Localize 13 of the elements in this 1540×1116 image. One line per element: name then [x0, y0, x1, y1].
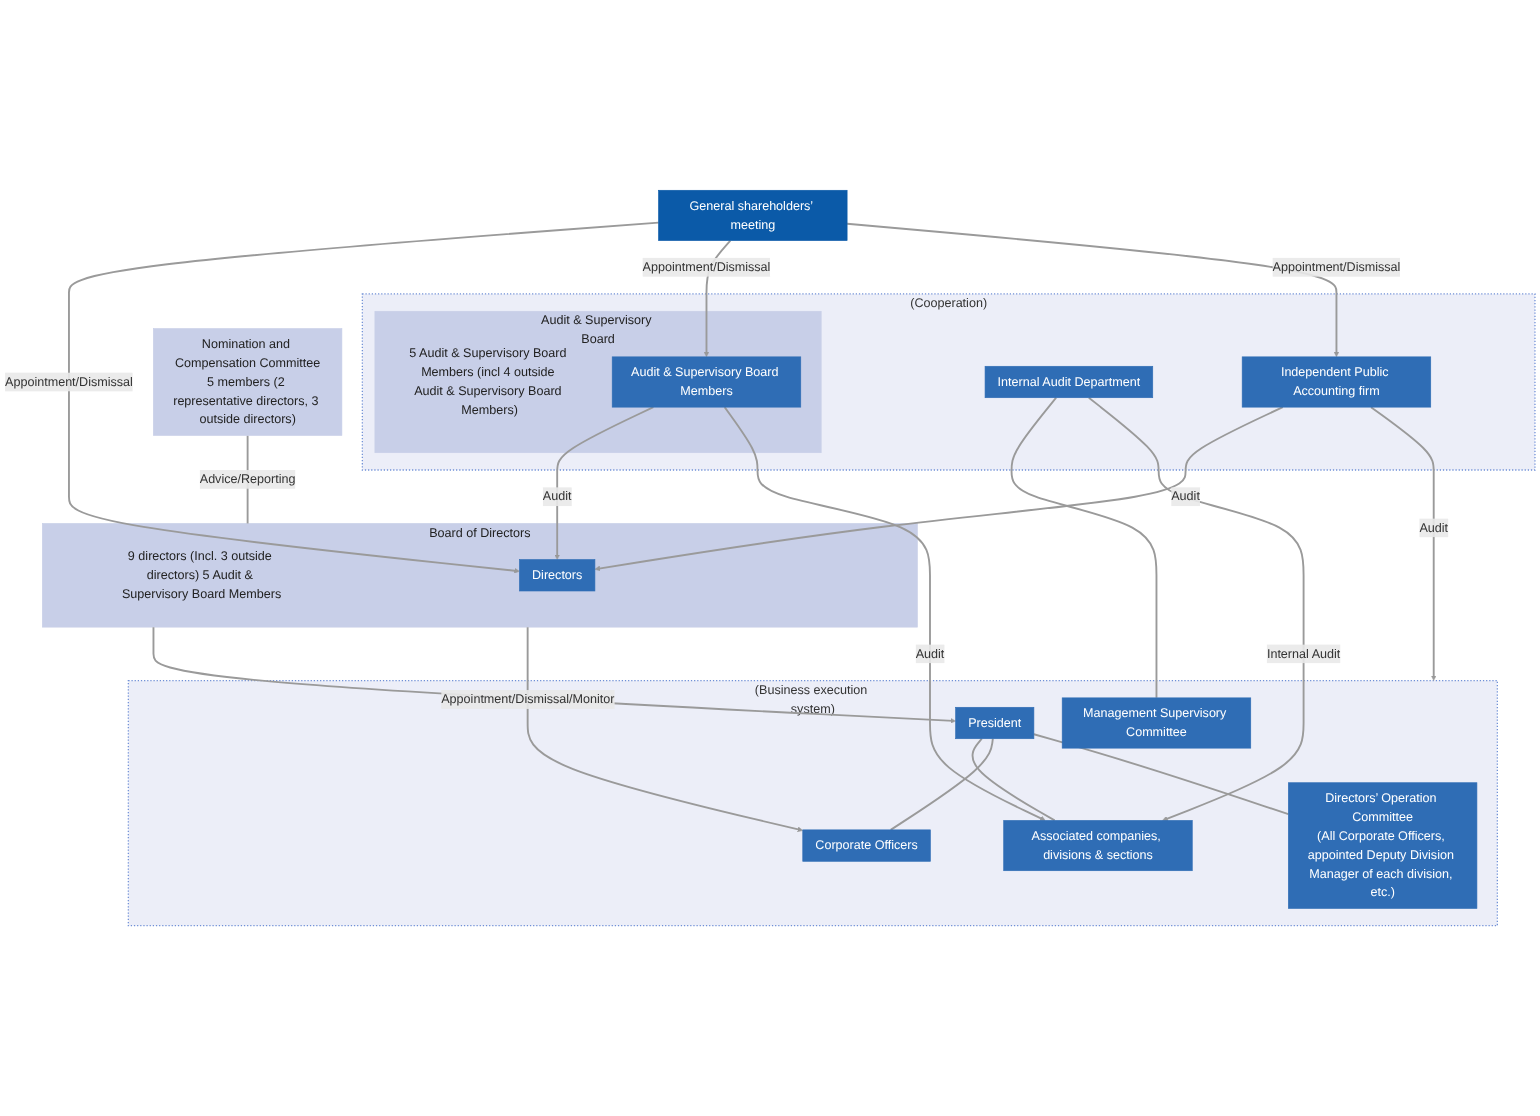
arrow	[846, 222, 1340, 358]
connector	[889, 737, 994, 831]
arrow	[526, 626, 803, 833]
arrow	[594, 406, 1284, 572]
connector	[971, 737, 1056, 822]
arrow	[1087, 396, 1305, 822]
arrow	[152, 626, 956, 724]
connector	[1032, 733, 1290, 816]
arrow	[554, 406, 655, 560]
arrow	[723, 406, 1046, 821]
arrow	[1370, 406, 1437, 681]
arrow	[68, 221, 660, 574]
connector	[1010, 396, 1158, 699]
